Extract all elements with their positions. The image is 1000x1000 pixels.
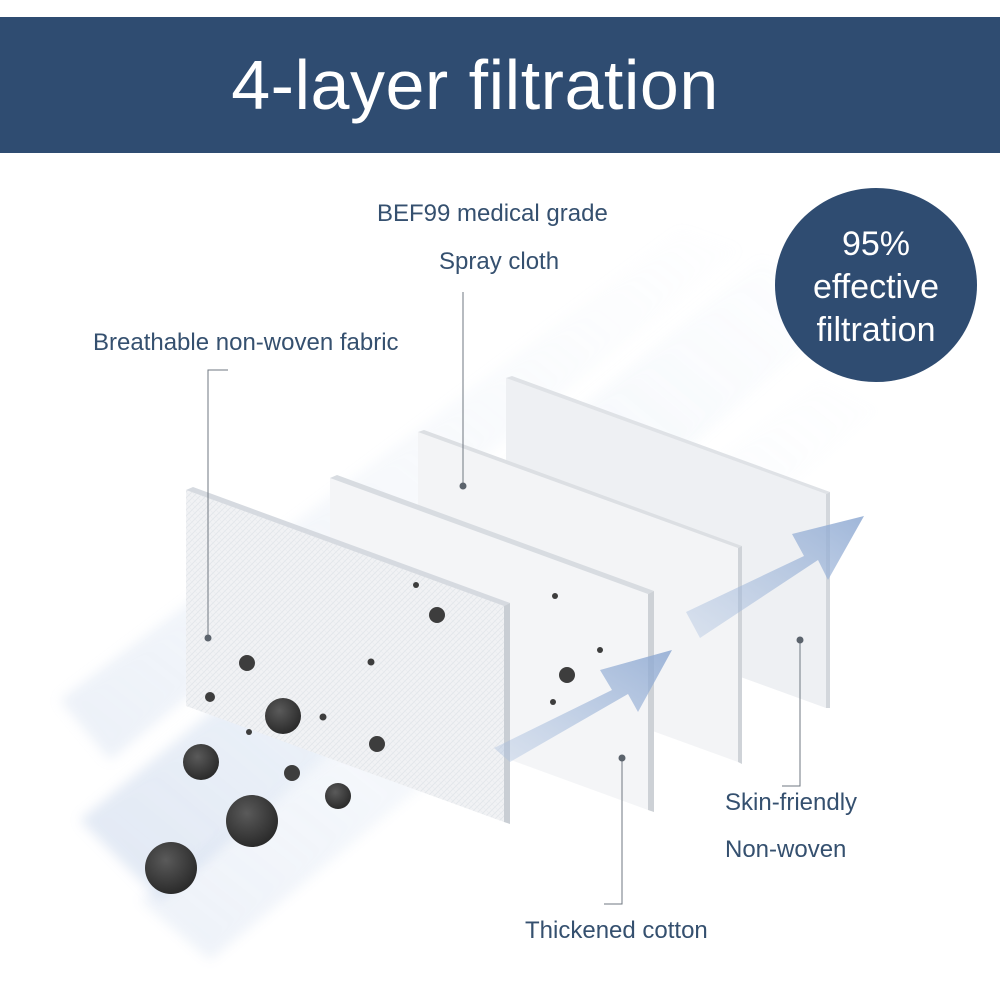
particle	[413, 582, 419, 588]
leader-dot	[204, 634, 212, 642]
particles	[145, 582, 603, 894]
particle	[550, 699, 556, 705]
particle	[145, 842, 197, 894]
page-title: 4-layer filtration	[231, 46, 719, 124]
label-non-woven: Non-woven	[725, 836, 847, 863]
leader-line-cotton	[604, 758, 623, 905]
particle	[429, 607, 445, 623]
leader-line-breathable	[207, 369, 228, 638]
particle	[239, 655, 255, 671]
leader-dot	[796, 636, 804, 644]
particle	[265, 698, 301, 734]
filtration-badge: 95% effective filtration	[775, 188, 977, 382]
label-breathable-fabric: Breathable non-woven fabric	[93, 329, 399, 356]
leader-lines	[207, 292, 801, 905]
airflow-arrow-icon	[686, 516, 864, 638]
particle	[205, 692, 215, 702]
particle	[319, 713, 327, 721]
label-skin-friendly: Skin-friendly	[725, 789, 858, 816]
layer-breathable-fabric	[186, 487, 510, 824]
label-bef99: BEF99 medical grade	[377, 200, 608, 227]
leader-dot	[618, 754, 626, 762]
particle	[369, 736, 385, 752]
airflow-arrow-icon	[494, 650, 672, 762]
leader-dots	[204, 482, 804, 762]
particle	[552, 593, 558, 599]
particle	[559, 667, 575, 683]
leader-line-skin	[782, 640, 801, 787]
header-banner: 4-layer filtration	[0, 17, 1000, 153]
particle	[367, 658, 375, 666]
leader-dot	[459, 482, 467, 490]
particle	[284, 765, 300, 781]
particle	[183, 744, 219, 780]
badge-text: 95% effective filtration	[812, 224, 939, 349]
particle	[597, 647, 603, 653]
particle	[226, 795, 278, 847]
label-spray-cloth: Spray cloth	[439, 248, 560, 275]
label-thickened-cotton: Thickened cotton	[525, 917, 708, 944]
particle	[325, 783, 351, 809]
particle	[246, 729, 252, 735]
